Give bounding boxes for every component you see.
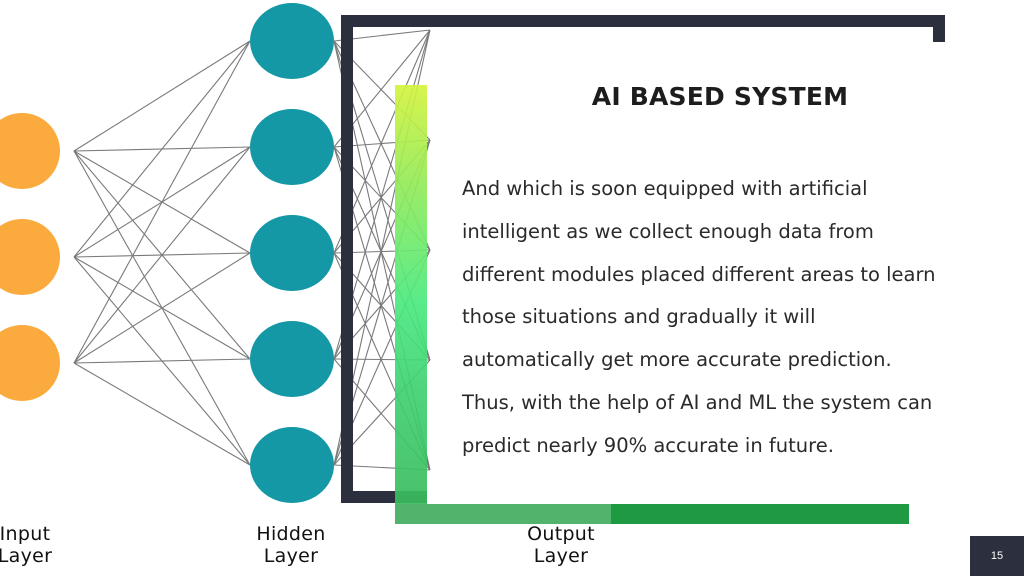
frame-top-border [341,15,945,27]
hidden-node [250,109,334,185]
body-line: intelligent as we collect enough data fr… [462,219,874,243]
input-hidden-edge [73,146,251,364]
body-line: predict nearly 90% accurate in future. [462,433,834,457]
input-node [0,219,60,295]
slide-title: AI BASED SYSTEM [591,82,849,111]
page-number: 15 [990,550,1004,562]
body-line: And which is soon equipped with artifici… [462,177,868,200]
body-line: Thus, with the help of AI and ML the sys… [462,390,933,414]
input-node [0,113,60,189]
page-number-badge: 15 [970,536,1024,576]
input-node [0,325,60,401]
output-layer-label: Output Layer [527,523,595,567]
input-hidden-edge [73,40,251,258]
body-line: different modules placed different areas… [462,262,936,286]
body-line: those situations and gradually it will [462,305,816,329]
frame-left-border [341,15,353,503]
input-hidden-edge [73,40,251,364]
hidden-node [250,3,334,79]
hidden-layer-label: Hidden Layer [256,523,326,567]
input-hidden-edge [73,362,251,466]
accent-bar-vertical [395,85,427,522]
hidden-node [250,215,334,291]
hidden-node [250,321,334,397]
body-line: automatically get more accurate predicti… [462,348,892,372]
frame-right-tick [933,15,945,42]
input-layer-label: Input Layer [0,523,53,567]
slide-body: And which is soon equipped with artifici… [462,168,982,468]
input-hidden-edge [73,252,251,364]
input-hidden-edge [73,358,251,364]
accent-bar-horizontal [395,504,909,524]
input-hidden-edge [73,40,251,152]
hidden-node [250,427,334,503]
